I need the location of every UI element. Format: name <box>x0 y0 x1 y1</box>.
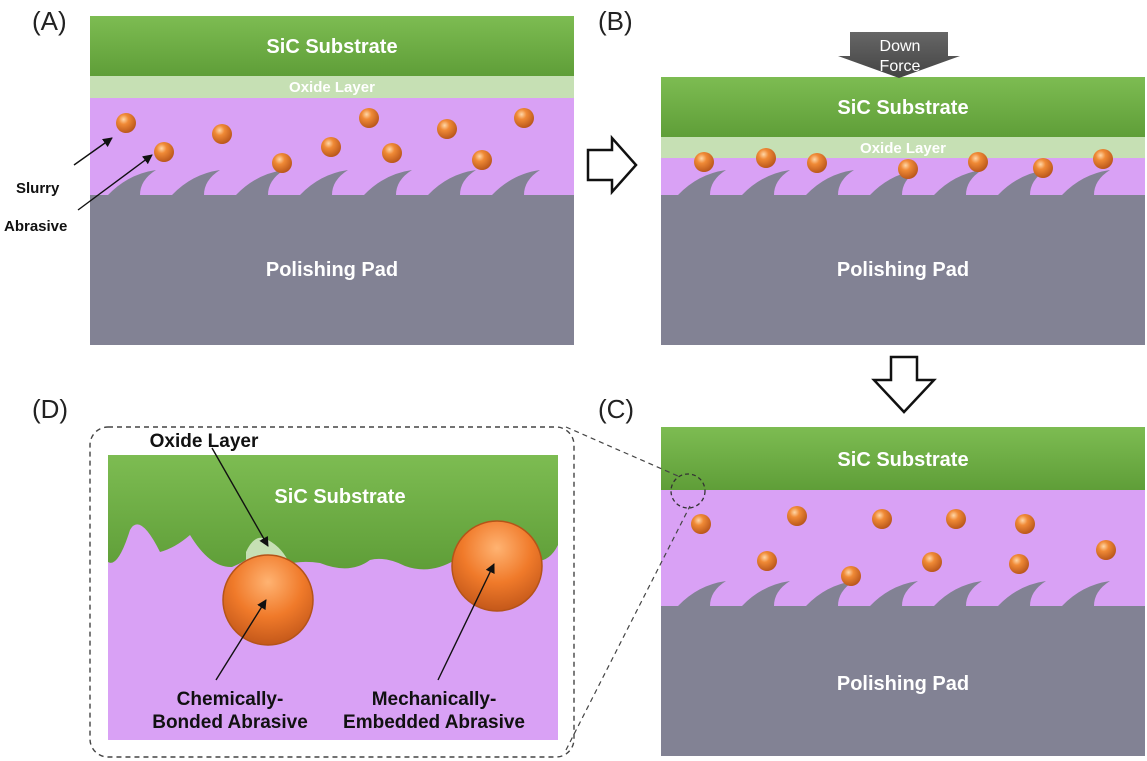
abrasive-particle <box>1015 514 1035 534</box>
abrasive-particle <box>691 514 711 534</box>
abrasive-particles-a <box>116 108 534 173</box>
abrasive-particle <box>757 551 777 571</box>
abrasive-particle <box>212 124 232 144</box>
abrasive-particle <box>1009 554 1029 574</box>
sic-substrate-a <box>90 16 574 76</box>
abrasive-particle <box>382 143 402 163</box>
abrasive-particle <box>272 153 292 173</box>
abrasive-particle <box>968 152 988 172</box>
abrasive-particle <box>694 152 714 172</box>
abrasive-particle <box>514 108 534 128</box>
panel-d: (D) SiC Substrate Oxide Layer Chemically… <box>32 394 575 758</box>
arrow-b-to-c <box>871 355 937 414</box>
sic-substrate-c-label: SiC Substrate <box>837 449 968 471</box>
abrasive-particle <box>946 509 966 529</box>
sic-substrate-d <box>108 455 558 570</box>
zoom-guide-bottom <box>565 505 691 751</box>
panel-b-label: (B) <box>598 6 633 36</box>
slurry-label: Slurry <box>16 180 60 197</box>
abrasive-particle <box>116 113 136 133</box>
chem-label-line2: Bonded Abrasive <box>152 712 308 733</box>
down-force-label-line2: Force <box>880 58 921 75</box>
abrasive-particle <box>437 119 457 139</box>
polishing-pad-a-label: Polishing Pad <box>266 259 398 281</box>
chemically-bonded-abrasive <box>222 554 314 646</box>
abrasive-label: Abrasive <box>4 218 67 235</box>
abrasive-particle <box>472 150 492 170</box>
arrow-a-to-b <box>586 134 638 196</box>
abrasive-particle <box>872 509 892 529</box>
chem-label-line1: Chemically- <box>177 689 284 710</box>
polishing-pad-b-label: Polishing Pad <box>837 259 969 281</box>
abrasive-particle <box>1093 149 1113 169</box>
abrasive-particle <box>1033 158 1053 178</box>
mechanically-embedded-abrasive <box>451 520 543 612</box>
abrasive-particles-b <box>694 148 1113 179</box>
zoom-circle <box>670 473 706 509</box>
polishing-pad-b <box>661 195 1145 345</box>
abrasive-particles-c <box>691 506 1116 586</box>
panel-a: (A) SiC Substrate Oxide Layer Polishing … <box>4 6 574 345</box>
sic-substrate-d-label: SiC Substrate <box>274 486 405 508</box>
pad-teeth-c <box>678 581 1110 606</box>
abrasive-particle <box>359 108 379 128</box>
polishing-pad-c-label: Polishing Pad <box>837 673 969 695</box>
abrasive-particle <box>321 137 341 157</box>
abrasive-particle <box>756 148 776 168</box>
oxide-layer-a-label: Oxide Layer <box>289 79 375 96</box>
mech-arrow <box>437 563 495 681</box>
panel-a-label: (A) <box>32 6 67 36</box>
oxide-arrow <box>211 447 269 547</box>
mech-label-line2: Embedded Abrasive <box>343 712 525 733</box>
down-force-label-line1: Down <box>880 38 921 55</box>
panel-d-label: (D) <box>32 394 68 424</box>
panel-c-label: (C) <box>598 394 634 424</box>
down-force-arrow <box>838 32 960 78</box>
panel-b: (B) SiC Substrate Oxide Layer Polishing … <box>598 6 1145 345</box>
abrasive-particle <box>154 142 174 162</box>
chem-arrow <box>215 599 267 681</box>
zoom-guide-top <box>565 426 679 477</box>
abrasive-particle <box>841 566 861 586</box>
polishing-pad-c <box>661 606 1145 756</box>
oxide-layer-a <box>90 76 574 98</box>
abrasive-particle <box>1096 540 1116 560</box>
sic-substrate-a-label: SiC Substrate <box>266 36 397 58</box>
oxide-layer-d-label: Oxide Layer <box>150 431 259 452</box>
panel-c: (C) SiC Substrate Polishing Pad <box>598 394 1145 756</box>
pad-teeth-a <box>108 170 540 195</box>
abrasive-particle <box>898 159 918 179</box>
sic-substrate-c <box>661 427 1145 490</box>
slurry-arrow <box>73 137 113 166</box>
sic-substrate-b-label: SiC Substrate <box>837 97 968 119</box>
sic-substrate-b <box>661 77 1145 137</box>
abrasive-arrow <box>77 154 153 211</box>
polishing-pad-a <box>90 195 574 345</box>
mech-label-line1: Mechanically- <box>372 689 497 710</box>
abrasive-particle <box>922 552 942 572</box>
oxide-layer-b <box>661 137 1145 158</box>
abrasive-particle <box>807 153 827 173</box>
zoom-frame <box>89 426 575 758</box>
oxide-layer-b-label: Oxide Layer <box>860 140 946 157</box>
abrasive-particle <box>787 506 807 526</box>
